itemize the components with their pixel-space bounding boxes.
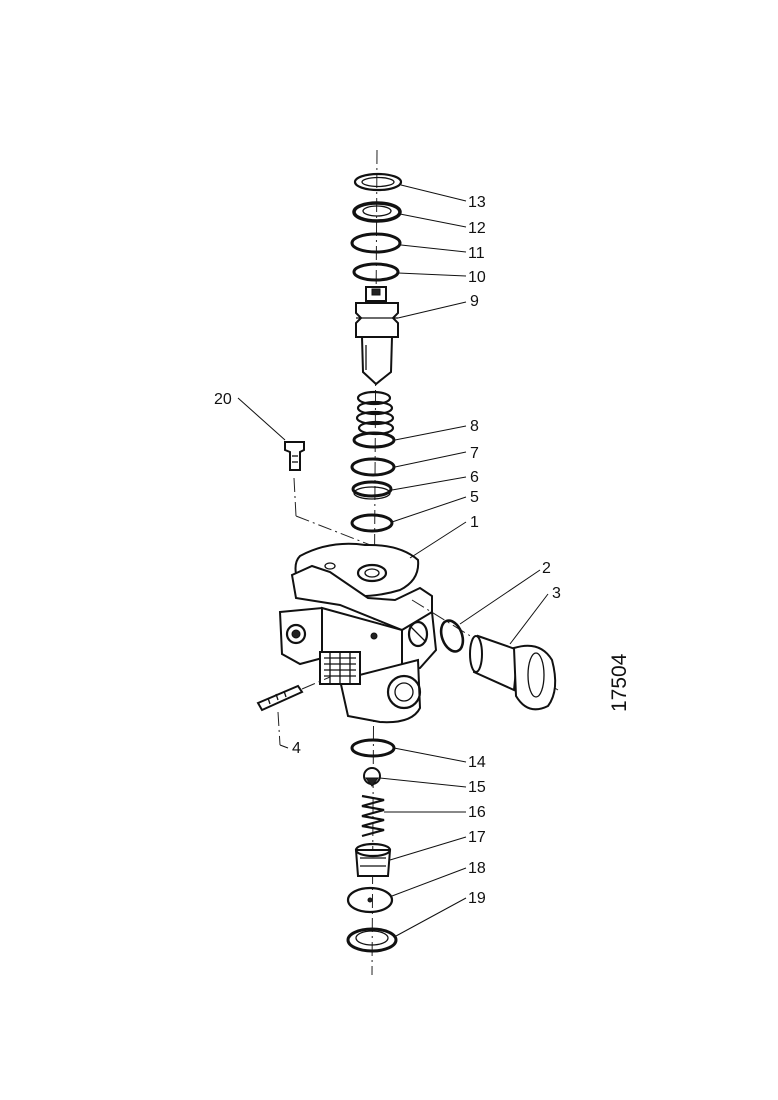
label-10: 10 — [468, 269, 486, 286]
ring-stack-8 — [352, 390, 396, 449]
spring-16 — [361, 794, 385, 838]
figure-number: 17504 — [608, 653, 631, 712]
o-ring-2 — [439, 619, 465, 653]
ring-12 — [352, 201, 402, 223]
label-19: 19 — [468, 890, 486, 907]
ball-15 — [363, 767, 381, 787]
ring-19 — [346, 927, 398, 953]
o-ring-5 — [350, 513, 394, 533]
valve-body — [278, 564, 438, 724]
label-11: 11 — [468, 245, 485, 262]
label-16: 16 — [468, 804, 486, 821]
label-9: 9 — [470, 293, 479, 310]
label-17: 17 — [468, 829, 486, 846]
label-8: 8 — [470, 418, 479, 435]
label-1: 1 — [470, 514, 479, 531]
label-20: 20 — [214, 391, 232, 408]
ring-7 — [350, 457, 396, 477]
o-ring-11 — [350, 232, 402, 254]
label-6: 6 — [470, 469, 479, 486]
leader-lines — [237, 184, 549, 937]
o-ring-10 — [352, 262, 400, 282]
label-13: 13 — [468, 194, 486, 211]
screw-20 — [284, 441, 379, 549]
label-4: 4 — [292, 740, 301, 757]
ring-6 — [351, 480, 393, 500]
valve-stem-9 — [355, 286, 399, 386]
ring-13 — [353, 172, 403, 192]
label-2: 2 — [542, 560, 551, 577]
label-7: 7 — [470, 445, 479, 462]
washer-18 — [346, 886, 394, 914]
label-15: 15 — [468, 779, 486, 796]
label-5: 5 — [470, 489, 479, 506]
plug-3 — [469, 634, 557, 711]
label-18: 18 — [468, 860, 486, 877]
label-14: 14 — [468, 754, 486, 771]
pin-4 — [256, 676, 331, 746]
label-12: 12 — [468, 220, 486, 237]
label-3: 3 — [552, 585, 561, 602]
cup-17 — [354, 842, 392, 877]
